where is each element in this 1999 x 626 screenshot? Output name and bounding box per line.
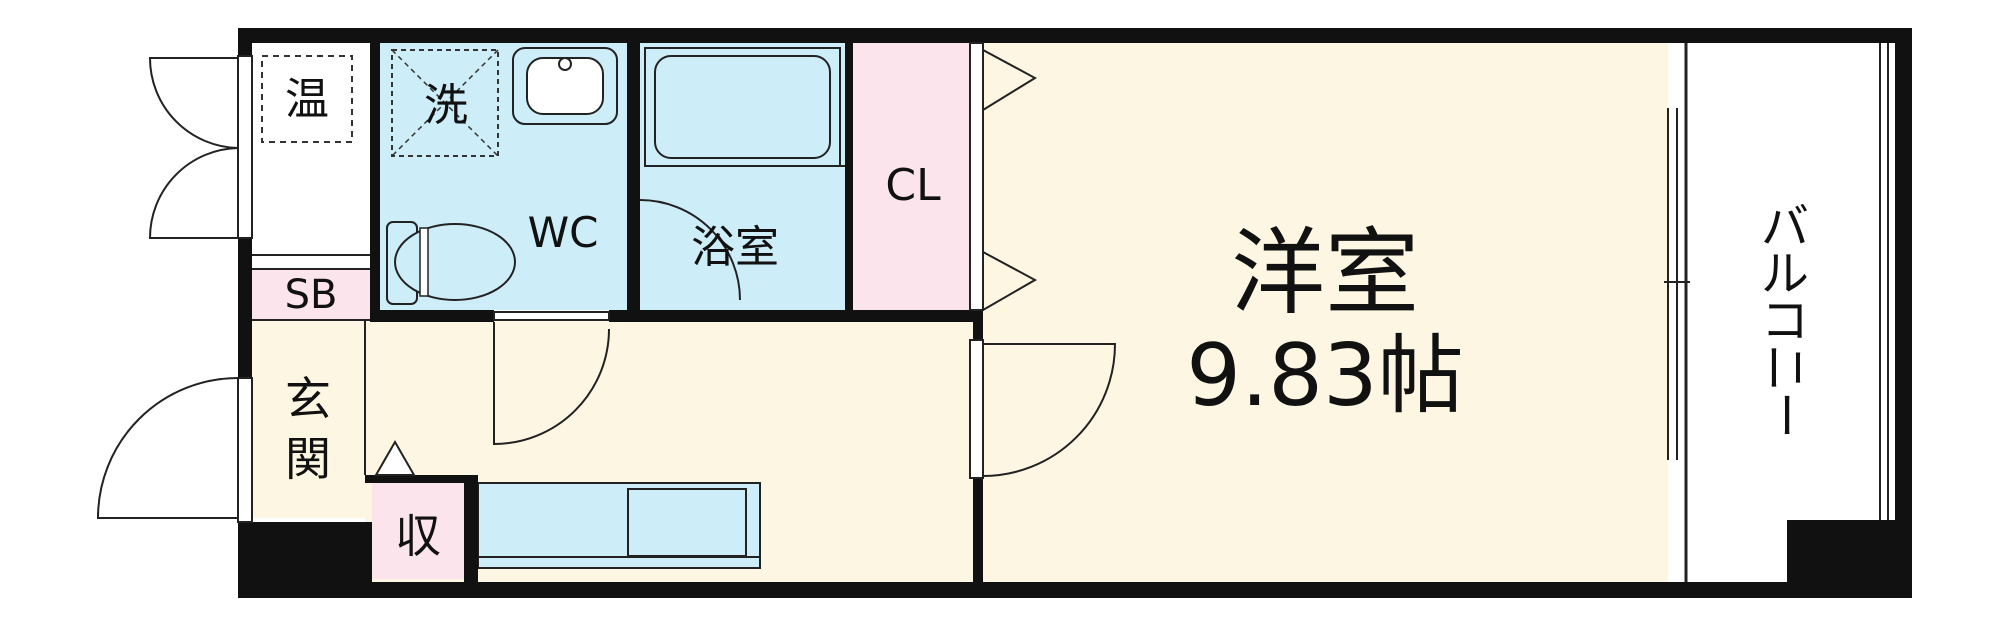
entrance-label-2: 関 [285,432,331,486]
entrance-label-1: 玄 [285,372,331,426]
room-door-frame [969,339,984,479]
bathtub-inner [654,55,831,159]
washer-pan-diag-b [391,49,499,157]
closet-label: CL [885,160,941,211]
wall-wc-bath [627,28,640,310]
bathroom-door-arc [639,199,741,301]
toilet-label: WC [528,208,599,257]
kitchen-sink [627,488,747,557]
closet-door-fold-a [982,49,1038,111]
wall-top [238,28,1912,43]
wall-wc-left [370,28,380,310]
wash-basin-tap [558,57,572,71]
water-heater-area [252,43,370,255]
wall-left-mid [238,238,252,378]
wc-door-arc [493,322,610,446]
main-door-leaf [237,377,253,523]
wall-bath-closet [845,28,853,310]
shoe-box-label: SB [285,272,338,318]
balcony-char-5: ー [1757,391,1813,439]
wall-storage-right [464,475,478,582]
entrance-floor [252,320,365,518]
wc-door-frame [493,311,610,321]
western-room-floor [983,43,1668,582]
entrance-door-upper-arc [148,57,239,149]
closet-door-fold-b [982,251,1038,311]
wall-right [1895,28,1912,598]
toilet-lid-line [419,227,429,297]
balcony-char-4: ニ [1757,344,1813,392]
wall-corridor-top-b [609,310,983,322]
room-door-arc [982,343,1117,477]
balcony-label: バ ル コ ニ ー [1757,199,1813,439]
shoe-box-area [252,269,370,319]
wall-left-bottom-block [238,522,372,598]
entrance-door-lower-arc [148,147,239,239]
main-door-arc [96,377,239,519]
closet-floor [853,43,973,310]
western-room-name: 洋室 [1231,219,1419,328]
step-triangle [374,439,416,476]
wall-bottom [238,582,1912,598]
closet-door-frame [969,42,984,311]
wall-storage-top [365,475,478,483]
storage-floor [372,483,464,579]
water-heater-label: 温 [285,74,329,125]
balcony-char-1: バ [1761,199,1809,255]
balcony-char-2: ル [1761,246,1809,302]
balcony-corner-block [1787,520,1912,598]
bathroom-label: 浴室 [691,222,779,273]
balcony-char-3: コ [1761,293,1809,349]
water-heater-outline [261,55,353,143]
western-room-size: 9.83帖 [1186,326,1463,426]
washer-label: 洗 [424,80,468,131]
wall-corridor-top-a [370,310,494,322]
storage-label: 収 [395,509,441,563]
front-door-leaf-upper [237,55,253,239]
toilet-bowl [394,223,516,301]
wall-left-upper [238,28,252,56]
